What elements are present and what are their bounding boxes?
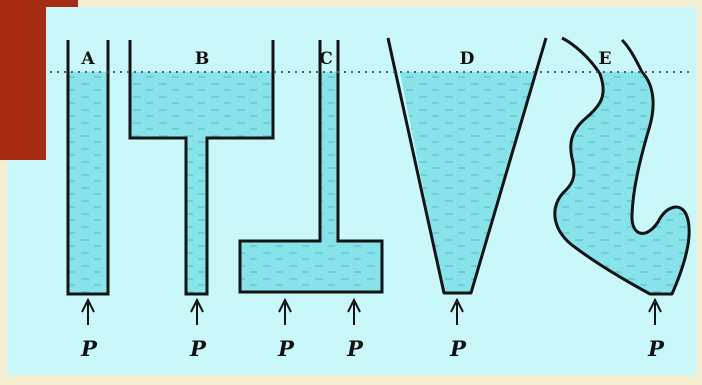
up-arrow-icon [450, 297, 464, 325]
vessel-label-b: B [195, 49, 209, 69]
vessel-e [553, 36, 691, 296]
up-arrow-icon [278, 297, 292, 325]
vessel-b-wall [128, 40, 275, 296]
vessel-label-a: A [80, 49, 95, 69]
vessel-b-water-texture [130, 72, 273, 294]
pressure-label: P [346, 336, 364, 361]
vessel-label-d: D [460, 49, 475, 69]
pressure-label: P [449, 336, 467, 361]
vessel-a-water-texture [68, 72, 108, 294]
pressure-label: P [647, 336, 665, 361]
vessel-c-water-texture [240, 72, 382, 292]
vessel-d-water-texture [400, 72, 537, 293]
pressure-label: P [189, 336, 207, 361]
pressure-arrows [81, 297, 662, 325]
vessel-c-wall [238, 40, 384, 294]
corner-accent [0, 0, 78, 160]
pressure-label: P [80, 336, 98, 361]
vessel-e-water-texture [554, 72, 690, 294]
vessel-label-e: E [599, 49, 612, 69]
vessel-c [238, 40, 384, 294]
vessel-b [128, 40, 275, 296]
vessel-d [386, 37, 548, 295]
pressure-label: P [277, 336, 295, 361]
vessel-a [66, 40, 110, 296]
vessel-label-c: C [319, 49, 333, 69]
vessel-e-wall [553, 36, 691, 296]
vessel-d-wall [386, 37, 548, 295]
vessel-a-wall [66, 40, 110, 296]
up-arrow-icon [347, 297, 361, 325]
up-arrow-icon [648, 297, 662, 325]
up-arrow-icon [81, 297, 95, 325]
up-arrow-icon [190, 297, 204, 325]
